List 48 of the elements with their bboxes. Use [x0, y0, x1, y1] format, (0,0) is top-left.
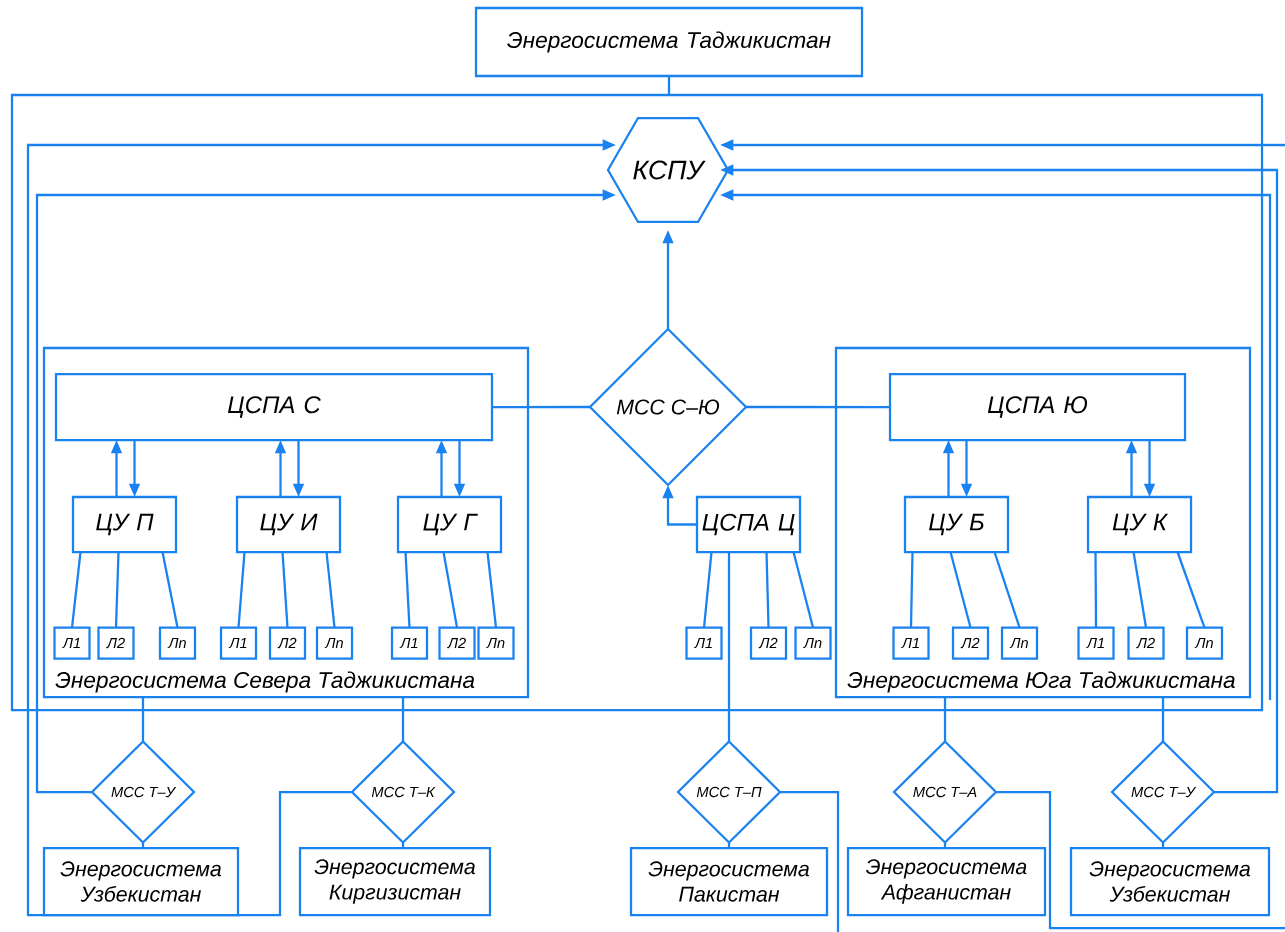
connector-line	[325, 551, 336, 628]
connector-line	[401, 697, 405, 742]
connector-line	[70, 551, 82, 628]
connector-line	[161, 551, 179, 628]
connector-line	[492, 405, 590, 409]
connector-line	[727, 842, 731, 848]
connector-line	[404, 551, 411, 628]
system-box: Энергосистема Таджикистан	[474, 6, 864, 78]
connector-line	[943, 697, 947, 742]
unit-box: ЦУ К	[1086, 495, 1193, 554]
connector-line	[780, 790, 840, 932]
connector-line	[792, 551, 815, 628]
connector-line	[281, 551, 289, 628]
connector-line	[996, 790, 1285, 930]
connector-line	[486, 551, 498, 628]
connector-line	[1161, 697, 1165, 742]
connector-line	[1161, 842, 1165, 848]
connector-line	[727, 552, 731, 742]
connector-line	[949, 551, 972, 628]
system-box: Энергосистема Пакистан	[629, 846, 829, 917]
connector-line	[993, 551, 1021, 628]
connector-line	[765, 551, 770, 628]
connector-line	[909, 551, 914, 628]
connector-line	[237, 551, 246, 628]
system-box: Энергосистема Узбекистан	[42, 846, 240, 917]
hexagon-node: КСПУ	[606, 116, 730, 224]
connector-line	[442, 551, 459, 628]
connector-line	[746, 405, 890, 409]
connector-line	[141, 697, 145, 742]
connector-line	[401, 842, 405, 848]
connector-line	[10, 75, 1264, 712]
system-box: Энергосистема Узбекистан	[1069, 846, 1271, 917]
unit-box: ЦУ Б	[903, 495, 1010, 554]
unit-box: ЦУ П	[71, 495, 178, 554]
connector-line	[1176, 551, 1206, 628]
center-box: ЦСПА Ю	[888, 372, 1187, 442]
connector-line	[141, 842, 145, 848]
connector-line	[1094, 552, 1098, 628]
system-box: Энергосистема Киргизистан	[298, 846, 492, 917]
connector-line	[1132, 551, 1148, 628]
center-box: ЦСПА Ц	[695, 495, 802, 554]
unit-box: ЦУ Г	[396, 495, 503, 554]
connector-line	[943, 842, 947, 849]
system-box: Энергосистема Афганистан	[846, 846, 1047, 917]
center-box: ЦСПА С	[54, 372, 494, 442]
unit-box: ЦУ И	[235, 495, 342, 554]
connector-line	[114, 551, 120, 628]
connector-line	[702, 551, 713, 628]
